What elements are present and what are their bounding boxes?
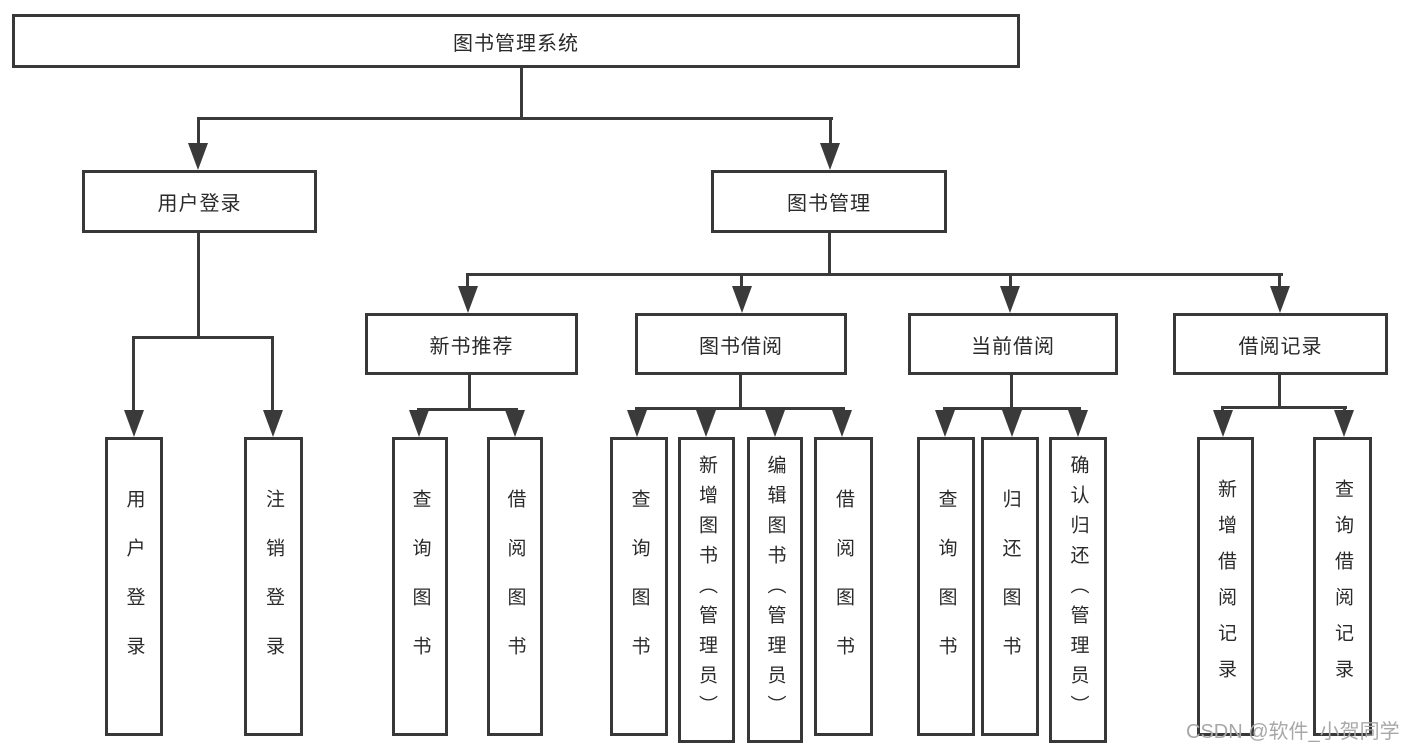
arrowhead-down-icon [1000, 286, 1020, 313]
connector-vline [739, 375, 742, 410]
leaf-label: 新增借阅记录 [1215, 478, 1236, 695]
leaf-label: 查询借阅记录 [1332, 478, 1353, 695]
node-label: 图书管理 [787, 193, 871, 215]
leaf-label: 用户登录 [123, 488, 145, 685]
arrowhead-down-icon [505, 410, 525, 437]
leaf-label: 注销登录 [263, 488, 284, 685]
arrowhead-down-icon [1334, 410, 1354, 437]
connector-vline [1278, 375, 1281, 409]
arrowhead-down-icon [188, 143, 208, 170]
node-borrowing-records: 借阅记录 [1173, 313, 1388, 375]
leaf-return-book: 归还图书 [981, 437, 1039, 736]
leaf-label: 新增图书（管理员） [696, 455, 717, 725]
connector-vline [1278, 273, 1281, 288]
leaf-add-borrow-record: 新增借阅记录 [1197, 437, 1254, 736]
arrowhead-down-icon [832, 410, 852, 437]
connector-vline [466, 273, 469, 288]
connector-vline [828, 233, 831, 276]
leaf-query-books-current: 查询图书 [917, 437, 975, 736]
connector-vline [520, 68, 523, 120]
leaf-borrow-books-borrowing: 借阅图书 [814, 437, 873, 736]
arrowhead-down-icon [627, 410, 647, 437]
arrowhead-down-icon [458, 286, 478, 313]
connector-vline [1221, 406, 1224, 413]
arrowhead-down-icon [765, 410, 785, 437]
arrowhead-down-icon [409, 410, 429, 437]
connector-vline [197, 233, 200, 339]
node-label: 借阅记录 [1238, 335, 1323, 358]
connector-hline [417, 408, 518, 411]
leaf-add-book-admin: 新增图书（管理员） [678, 437, 735, 743]
node-label: 当前借阅 [971, 335, 1055, 358]
arrowhead-down-icon [732, 286, 752, 313]
leaf-label: 借阅图书 [833, 488, 854, 685]
arrowhead-down-icon [1002, 410, 1022, 437]
connector-vline [468, 375, 471, 411]
arrowhead-down-icon [1068, 410, 1088, 437]
connector-vline [271, 336, 274, 412]
node-label: 图书借阅 [699, 335, 783, 358]
arrowhead-down-icon [935, 410, 955, 437]
node-book-borrowing: 图书借阅 [635, 313, 847, 375]
arrowhead-down-icon [124, 410, 144, 437]
leaf-label: 查询图书 [409, 488, 431, 685]
leaf-label: 归还图书 [999, 488, 1021, 685]
arrowhead-down-icon [1270, 286, 1290, 313]
csdn-watermark: CSDN @软件_小贺同学 [1186, 721, 1400, 743]
leaf-query-borrow-record: 查询借阅记录 [1313, 437, 1372, 736]
connector-hline [466, 273, 1283, 276]
leaf-confirm-return-admin: 确认归还（管理员） [1049, 437, 1107, 743]
node-label: 图书管理系统 [453, 32, 579, 55]
arrowhead-down-icon [696, 410, 716, 437]
connector-vline [1009, 273, 1012, 288]
leaf-borrow-books-recommend: 借阅图书 [487, 437, 543, 736]
connector-hline [635, 407, 845, 410]
arrowhead-down-icon [1213, 410, 1233, 437]
node-label: 用户登录 [157, 193, 242, 215]
leaf-query-books-recommend: 查询图书 [392, 437, 448, 736]
leaf-label: 确认归还（管理员） [1067, 455, 1089, 725]
connector-vline [132, 336, 135, 412]
node-label: 新书推荐 [429, 335, 514, 358]
connector-vline [1343, 406, 1346, 413]
node-current-borrowing: 当前借阅 [908, 313, 1118, 375]
connector-hline [1221, 406, 1347, 409]
node-library-management-system: 图书管理系统 [12, 14, 1020, 68]
connector-hline [132, 336, 274, 339]
connector-vline [829, 117, 832, 145]
leaf-logout: 注销登录 [244, 437, 303, 736]
node-new-book-recommendation: 新书推荐 [365, 313, 578, 375]
arrowhead-down-icon [263, 410, 283, 437]
connector-hline [197, 117, 833, 120]
connector-vline [197, 117, 200, 145]
leaf-query-books-borrowing: 查询图书 [610, 437, 668, 736]
connector-vline [740, 273, 743, 288]
leaf-label: 编辑图书（管理员） [764, 455, 786, 725]
leaf-label: 借阅图书 [504, 488, 526, 685]
arrowhead-down-icon [820, 143, 840, 170]
leaf-edit-book-admin: 编辑图书（管理员） [747, 437, 803, 743]
leaf-label: 查询图书 [935, 488, 957, 685]
leaf-label: 查询图书 [628, 488, 650, 685]
node-book-management: 图书管理 [711, 170, 947, 233]
connector-vline [1010, 375, 1013, 410]
node-user-login: 用户登录 [82, 170, 317, 233]
leaf-user-login: 用户登录 [105, 437, 163, 736]
